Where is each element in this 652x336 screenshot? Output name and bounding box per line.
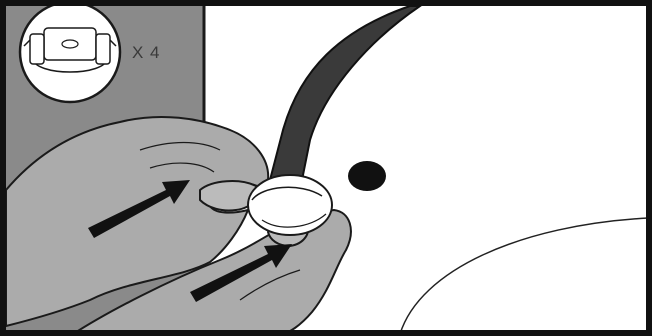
part-callout-icon bbox=[20, 2, 120, 102]
mounting-hole-icon bbox=[348, 161, 386, 191]
part-quantity-label: X 4 bbox=[132, 43, 161, 62]
cover-cap-icon bbox=[248, 175, 332, 235]
